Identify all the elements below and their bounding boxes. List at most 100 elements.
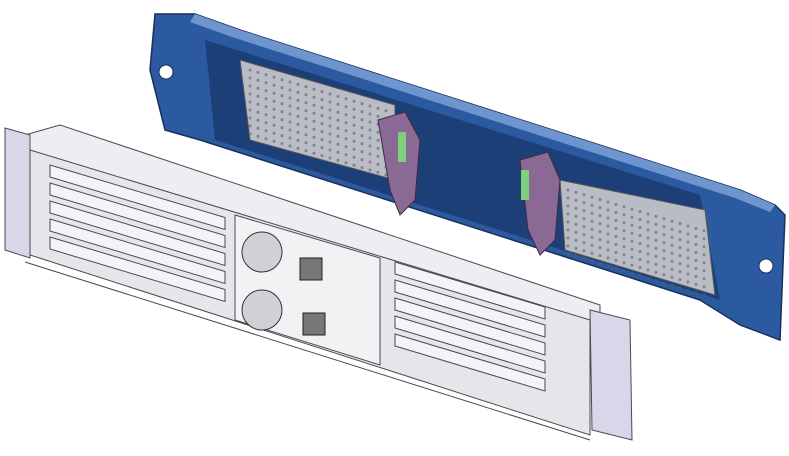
mesh-hole: [574, 214, 578, 218]
mesh-hole: [654, 230, 658, 234]
mesh-hole: [606, 224, 610, 228]
mesh-hole: [614, 250, 618, 254]
mesh-hole: [368, 128, 372, 132]
mesh-hole: [566, 228, 570, 232]
mesh-hole: [368, 144, 372, 148]
mesh-hole: [248, 116, 252, 120]
bezel-hole-left: [158, 64, 174, 80]
mesh-hole: [678, 254, 682, 258]
mesh-hole: [582, 209, 586, 213]
mesh-hole: [574, 254, 578, 258]
mesh-hole: [264, 121, 268, 125]
mesh-hole: [614, 210, 618, 214]
mesh-hole: [336, 134, 340, 138]
server-chassis: [4, 124, 633, 441]
mesh-hole: [598, 238, 602, 242]
green-connector-right: [521, 170, 529, 200]
drive-bays: [49, 164, 546, 392]
mesh-hole: [670, 227, 674, 231]
drive-bay[interactable]: [49, 200, 226, 267]
mesh-hole: [654, 238, 658, 242]
drive-bay[interactable]: [394, 297, 546, 356]
mesh-hole: [566, 188, 570, 192]
mesh-hole: [638, 210, 642, 214]
mesh-hole: [646, 276, 650, 280]
mesh-hole: [288, 136, 292, 140]
mesh-hole: [264, 113, 268, 117]
mesh-hole: [296, 130, 300, 134]
mesh-hole: [328, 124, 332, 128]
drive-bay[interactable]: [49, 182, 226, 249]
mesh-hole: [574, 246, 578, 250]
mesh-hole: [296, 82, 300, 86]
mesh-hole: [638, 226, 642, 230]
mesh-hole: [360, 150, 364, 154]
mesh-hole: [384, 173, 388, 177]
mesh-hole: [344, 161, 348, 165]
mesh-hole: [248, 132, 252, 136]
power-socket-top: [299, 257, 323, 281]
mesh-hole: [566, 196, 570, 200]
drive-bay[interactable]: [394, 279, 546, 338]
mesh-hole: [630, 263, 634, 267]
mesh-hole: [360, 126, 364, 130]
drive-bay[interactable]: [49, 164, 226, 231]
mesh-hole: [574, 222, 578, 226]
mesh-hole: [304, 101, 308, 105]
mesh-hole: [606, 200, 610, 204]
mesh-hole: [264, 81, 268, 85]
mesh-hole: [376, 138, 380, 142]
mesh-hole: [574, 230, 578, 234]
mesh-hole: [638, 266, 642, 270]
mesh-hole: [248, 76, 252, 80]
psu-fan-top: [241, 231, 283, 273]
mesh-hole: [368, 136, 372, 140]
drive-bay[interactable]: [49, 218, 226, 285]
mesh-hole: [304, 85, 308, 89]
mesh-hole: [320, 98, 324, 102]
mesh-hole: [336, 142, 340, 146]
mesh-hole: [288, 96, 292, 100]
mesh-hole: [296, 90, 300, 94]
mesh-hole: [646, 236, 650, 240]
mesh-hole: [702, 285, 706, 289]
drive-bay[interactable]: [394, 261, 546, 320]
mesh-hole: [694, 234, 698, 238]
mesh-hole: [264, 97, 268, 101]
psu-fan-bottom: [241, 289, 283, 331]
mesh-hole: [614, 258, 618, 262]
mesh-hole: [312, 151, 316, 155]
mesh-hole: [304, 125, 308, 129]
mesh-hole: [256, 102, 260, 106]
drive-bay[interactable]: [394, 315, 546, 374]
chassis-base-line: [24, 261, 591, 441]
mesh-hole: [280, 78, 284, 82]
mesh-hole: [654, 270, 658, 274]
mesh-hole: [590, 203, 594, 207]
mesh-hole: [256, 70, 260, 74]
mesh-hole: [280, 110, 284, 114]
mesh-hole: [662, 233, 666, 237]
mesh-hole: [646, 244, 650, 248]
mesh-hole: [678, 262, 682, 266]
mesh-hole: [312, 143, 316, 147]
mesh-hole: [312, 95, 316, 99]
mesh-hole: [702, 277, 706, 281]
latch-bracket-right: [519, 151, 561, 256]
mesh-hole: [320, 138, 324, 142]
mesh-hole: [256, 118, 260, 122]
mesh-hole: [582, 233, 586, 237]
mesh-hole: [662, 217, 666, 221]
mesh-hole: [630, 207, 634, 211]
mesh-hole: [606, 232, 610, 236]
bezel-top-lip: [190, 14, 775, 212]
mesh-hole: [614, 202, 618, 206]
drive-bay[interactable]: [394, 333, 546, 392]
drive-bay[interactable]: [49, 236, 226, 303]
mesh-hole: [328, 140, 332, 144]
mesh-hole: [638, 218, 642, 222]
mesh-hole: [296, 106, 300, 110]
mesh-hole: [344, 113, 348, 117]
mesh-hole: [590, 251, 594, 255]
